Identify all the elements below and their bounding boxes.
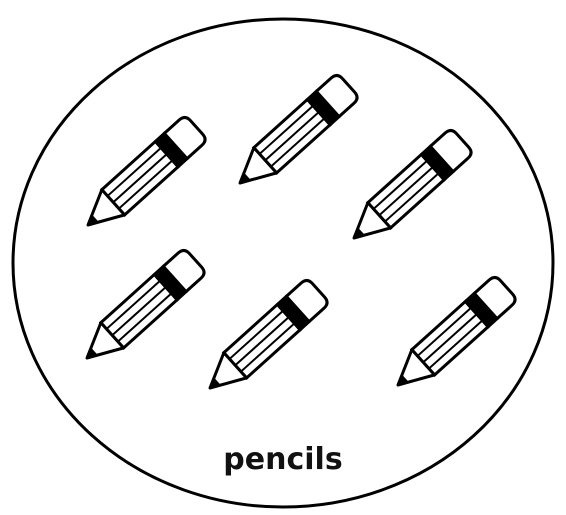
pencil-icon xyxy=(387,275,518,398)
pencil-icon xyxy=(76,248,207,371)
set-outline xyxy=(13,19,553,507)
pencil-icon xyxy=(77,115,208,238)
pencil-icon xyxy=(343,128,474,251)
pencil-icon xyxy=(229,73,360,196)
set-label: pencils xyxy=(223,442,342,477)
pencil-icon xyxy=(199,278,330,401)
